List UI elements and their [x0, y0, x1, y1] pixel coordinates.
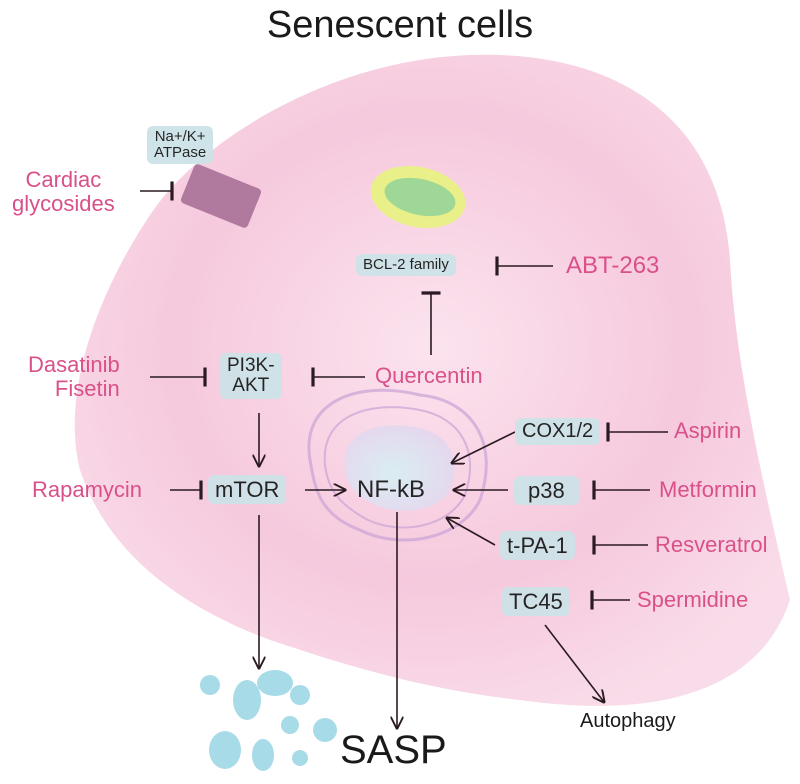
drug-metformin: Metformin — [659, 477, 757, 502]
nucleus-icon — [307, 388, 488, 542]
drug-dasatinib-fisetin: Dasatinib Fisetin — [28, 352, 120, 402]
activate-tpa1-nfkb — [447, 518, 496, 546]
drug-resveratrol: Resveratrol — [655, 532, 768, 557]
node-p38: p38 — [514, 476, 579, 506]
mitochondrion-icon — [370, 166, 466, 228]
node-bcl2-family: BCL-2 family — [356, 254, 456, 276]
node-nfkb: NF-kB — [357, 476, 425, 503]
node-cox12: COX1/2 — [515, 418, 601, 445]
output-autophagy: Autophagy — [580, 710, 676, 732]
node-tpa1: t-PA-1 — [500, 531, 575, 561]
drug-cardiac-glycosides: Cardiac glycosides — [12, 167, 115, 217]
node-na-k-atpase: Na+/K+ ATPase — [147, 126, 214, 164]
sasp-vesicles — [200, 670, 337, 771]
output-sasp: SASP — [340, 728, 447, 772]
activate-cox-nfkb — [452, 431, 516, 463]
node-pi3k-akt: PI3K- AKT — [220, 353, 282, 399]
drug-rapamycin: Rapamycin — [32, 477, 143, 502]
drug-quercentin: Quercentin — [375, 363, 483, 388]
diagram-title: Senescent cells — [266, 4, 534, 46]
cell-body — [74, 54, 790, 706]
drug-spermidine: Spermidine — [637, 587, 749, 612]
node-mtor: mTOR — [208, 475, 287, 505]
activate-tc45-autophagy — [544, 624, 604, 702]
node-tc45: TC45 — [502, 587, 570, 617]
na-k-atpase-pump-icon — [180, 164, 262, 228]
drug-aspirin: Aspirin — [674, 418, 742, 443]
drug-abt263: ABT-263 — [566, 252, 660, 279]
